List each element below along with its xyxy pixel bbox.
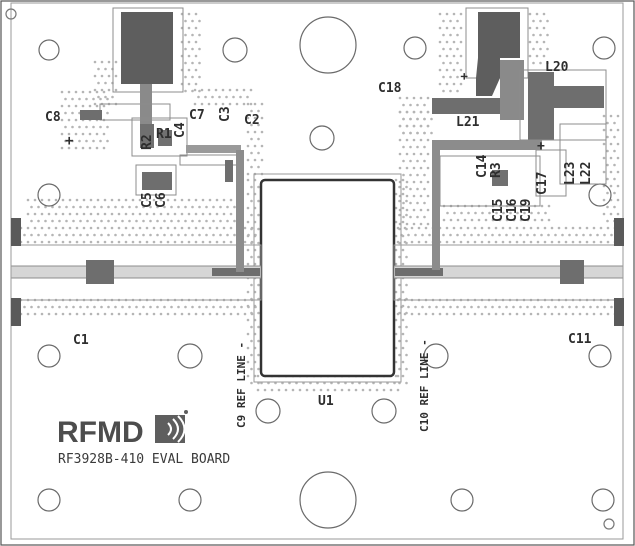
label-c6: C6 xyxy=(154,192,169,208)
hole-bl-2 xyxy=(177,343,203,369)
label-r1: R1 xyxy=(156,127,172,142)
hole-top-under xyxy=(309,125,335,151)
rfmd-logo xyxy=(155,410,188,443)
hole-top-center-large xyxy=(299,16,357,74)
label-c3: C3 xyxy=(218,106,233,122)
hole-br-1 xyxy=(423,343,449,369)
hole-tr-1 xyxy=(403,36,427,60)
label-l23: L23 xyxy=(563,162,578,185)
edge-pad-tl xyxy=(11,218,21,246)
label-c4: C4 xyxy=(173,122,188,138)
edge-pad-tr xyxy=(614,218,624,246)
label-c19: C19 xyxy=(519,199,534,222)
label-u1: U1 xyxy=(318,394,334,409)
label-c15: C15 xyxy=(491,199,506,222)
label-plus-right-top: + xyxy=(457,73,471,80)
c1-pad xyxy=(86,260,114,284)
label-c5: C5 xyxy=(140,192,155,208)
hole-l-mid xyxy=(37,183,61,207)
c8-cap-body xyxy=(121,12,173,84)
label-c2: C2 xyxy=(244,113,260,128)
brand-name: RFMD xyxy=(57,416,144,449)
label-c1: C1 xyxy=(73,333,89,348)
label-l21: L21 xyxy=(456,115,480,130)
hole-tl-2 xyxy=(222,37,248,63)
hole-u1-right xyxy=(371,398,397,424)
hole-tr-2 xyxy=(592,36,616,60)
label-c18: C18 xyxy=(378,81,402,96)
hole-u1-left xyxy=(255,398,281,424)
label-c9-ref-line: C9 REF LINE - xyxy=(235,342,248,428)
label-c17: C17 xyxy=(535,172,550,195)
hole-bottom-1 xyxy=(37,488,61,512)
output-bias-network xyxy=(432,7,607,270)
label-c14: C14 xyxy=(475,154,490,178)
label-c8: C8 xyxy=(45,110,61,125)
label-c10-ref-line: C10 REF LINE - xyxy=(418,339,431,432)
label-plus-right-mid: + xyxy=(537,139,545,154)
c18-cap-body xyxy=(478,12,520,58)
label-plus-left: + xyxy=(65,133,73,149)
hole-tl-1 xyxy=(38,39,60,61)
u1-package xyxy=(259,178,396,378)
hole-br-2 xyxy=(588,344,612,368)
label-c16: C16 xyxy=(505,198,520,222)
label-l22: L22 xyxy=(579,162,594,185)
label-r3: R3 xyxy=(489,162,504,178)
mounting-holes xyxy=(37,16,616,529)
board-title: RF3928B-410 EVAL BOARD xyxy=(58,452,230,467)
edge-pad-bl xyxy=(11,298,21,326)
label-c11: C11 xyxy=(568,332,592,347)
label-l20: L20 xyxy=(545,60,569,75)
label-c7: C7 xyxy=(189,108,205,123)
edge-pad-br xyxy=(614,298,624,326)
hole-bottom-4 xyxy=(591,488,615,512)
input-bias-network xyxy=(80,7,244,272)
silkscreen-labels: C8 + C7 C2 R1 C1 U1 C18 L21 L20 C11 + C3… xyxy=(45,60,594,467)
c11-pad xyxy=(560,260,584,284)
fiducial-bottom-right xyxy=(603,518,615,530)
hole-bottom-3 xyxy=(450,488,474,512)
hole-bottom-center-large xyxy=(299,471,357,529)
hole-bl-1 xyxy=(37,344,61,368)
label-r2: R2 xyxy=(140,134,155,150)
via-field xyxy=(12,12,620,392)
fiducial-top-left xyxy=(5,8,17,20)
hole-bottom-2 xyxy=(178,488,202,512)
